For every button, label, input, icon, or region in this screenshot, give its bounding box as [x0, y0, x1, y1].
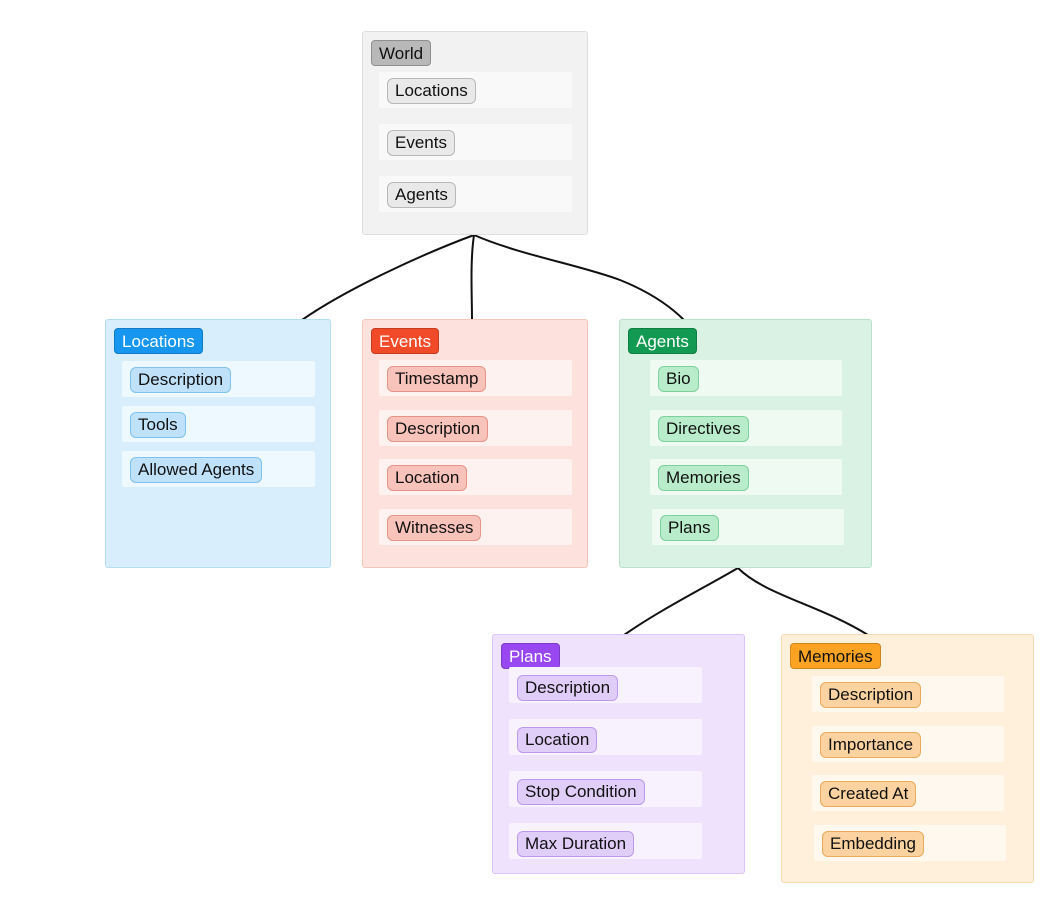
- world-field-locations[interactable]: Locations: [387, 78, 476, 104]
- world-field-row: Agents: [379, 176, 572, 212]
- events-field-row: Timestamp: [379, 360, 572, 396]
- locations-field-row: Allowed Agents: [122, 451, 315, 487]
- world-field-agents[interactable]: Agents: [387, 182, 456, 208]
- events-field-description[interactable]: Description: [387, 416, 489, 442]
- world-title[interactable]: World: [371, 40, 432, 66]
- agents-group[interactable]: Agents Bio Directives Memories Plans: [619, 319, 872, 568]
- agents-field-row: Memories: [650, 459, 842, 495]
- events-field-witnesses[interactable]: Witnesses: [387, 515, 482, 541]
- edge-world-events: [470, 234, 475, 321]
- memories-field-row: Embedding: [814, 825, 1006, 861]
- edge-agents-plans: [623, 567, 739, 636]
- plans-field-row: Max Duration: [509, 823, 702, 859]
- memories-field-embedding[interactable]: Embedding: [822, 831, 925, 857]
- memories-field-row: Created At: [812, 775, 1004, 811]
- events-field-location[interactable]: Location: [387, 465, 468, 491]
- memories-field-created-at[interactable]: Created At: [820, 781, 917, 807]
- memories-field-importance[interactable]: Importance: [820, 732, 922, 758]
- plans-title[interactable]: Plans: [501, 643, 560, 669]
- locations-group[interactable]: Locations Description Tools Allowed Agen…: [105, 319, 331, 568]
- events-field-row: Description: [379, 410, 572, 446]
- agents-field-directives[interactable]: Directives: [658, 416, 749, 442]
- memories-group[interactable]: Memories Description Importance Created …: [781, 634, 1034, 883]
- plans-field-description[interactable]: Description: [517, 675, 619, 701]
- locations-field-description[interactable]: Description: [130, 367, 232, 393]
- memories-field-row: Description: [812, 676, 1004, 712]
- plans-field-row: Stop Condition: [509, 771, 702, 807]
- agents-field-memories[interactable]: Memories: [658, 465, 749, 491]
- world-field-events[interactable]: Events: [387, 130, 455, 156]
- memories-title[interactable]: Memories: [790, 643, 881, 669]
- world-field-row: Locations: [379, 72, 572, 108]
- events-field-row: Location: [379, 459, 572, 495]
- events-field-row: Witnesses: [379, 509, 572, 545]
- plans-field-row: Description: [509, 667, 702, 703]
- locations-field-row: Description: [122, 361, 315, 397]
- plans-field-row: Location: [509, 719, 702, 755]
- agents-field-row: Bio: [650, 360, 842, 396]
- plans-field-stop-condition[interactable]: Stop Condition: [517, 779, 645, 805]
- memories-field-row: Importance: [812, 726, 1004, 762]
- agents-field-row: Directives: [650, 410, 842, 446]
- events-field-timestamp[interactable]: Timestamp: [387, 366, 487, 392]
- plans-group[interactable]: Plans Description Location Stop Conditio…: [492, 634, 745, 874]
- locations-title[interactable]: Locations: [114, 328, 203, 354]
- edge-agents-memories: [737, 567, 869, 636]
- plans-field-max-duration[interactable]: Max Duration: [517, 831, 635, 857]
- world-field-row: Events: [379, 124, 572, 160]
- events-group[interactable]: Events Timestamp Description Location Wi…: [362, 319, 588, 568]
- edge-world-locations: [301, 234, 475, 321]
- agents-field-plans[interactable]: Plans: [660, 515, 719, 541]
- locations-field-allowed-agents[interactable]: Allowed Agents: [130, 457, 263, 483]
- plans-field-location[interactable]: Location: [517, 727, 598, 753]
- agents-title[interactable]: Agents: [628, 328, 697, 354]
- events-title[interactable]: Events: [371, 328, 439, 354]
- world-group[interactable]: World Locations Events Agents: [362, 31, 588, 235]
- agents-field-bio[interactable]: Bio: [658, 366, 699, 392]
- locations-field-tools[interactable]: Tools: [130, 412, 186, 438]
- edge-world-agents: [473, 234, 685, 321]
- memories-field-description[interactable]: Description: [820, 682, 922, 708]
- agents-field-row: Plans: [652, 509, 844, 545]
- locations-field-row: Tools: [122, 406, 315, 442]
